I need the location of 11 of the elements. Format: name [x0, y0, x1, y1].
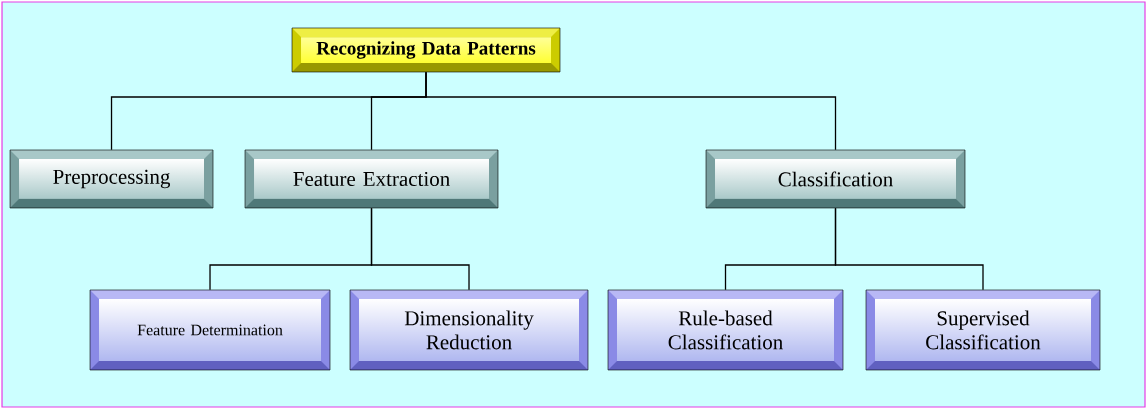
bevel-box: Recognizing Data Patterns: [291, 27, 561, 73]
connector: [834, 207, 984, 291]
bevel-box: Dimensionality Reduction: [349, 289, 589, 371]
connector: [425, 71, 837, 151]
bevel-box: Classification: [705, 149, 966, 209]
bevel-box: Rule-based Classification: [607, 289, 844, 371]
bevel-box: Supervised Classification: [865, 289, 1101, 371]
connector: [370, 207, 470, 291]
bevel-box: Feature Determination: [89, 289, 331, 371]
bevel-box: Preprocessing: [9, 149, 214, 209]
bevel-box: Feature Extraction: [244, 149, 499, 209]
